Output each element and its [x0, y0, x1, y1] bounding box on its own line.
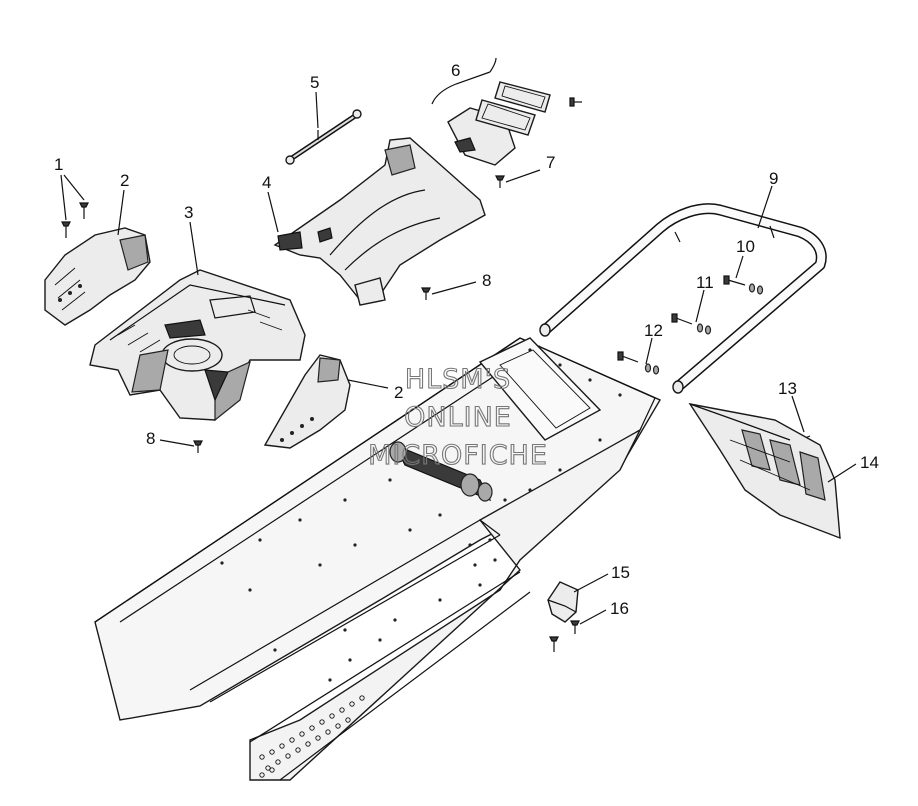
screw-part-7 [495, 175, 505, 188]
seat-hinge-cylinder [389, 441, 493, 502]
screw-part-8-lower [193, 440, 203, 453]
running-board-holes [259, 695, 365, 778]
console-part-3 [89, 269, 306, 422]
callout-8-lower: 8 [146, 429, 155, 448]
grab-bar-part-9 [539, 203, 827, 394]
callout-5: 5 [310, 73, 319, 92]
tunnel [94, 337, 662, 781]
bolt-part-12 [617, 351, 660, 375]
callout-10: 10 [736, 237, 755, 256]
callout-9: 9 [769, 169, 778, 188]
tunnel-rivets [220, 348, 622, 682]
gas-strut-part-5 [285, 109, 362, 165]
watermark-line-3: MICROFICHE [368, 440, 548, 471]
watermark-line-2: ONLINE [404, 402, 512, 433]
callout-1: 1 [54, 155, 63, 174]
side-panel-right-part-2 [263, 354, 351, 449]
screws-part-1 [61, 202, 89, 238]
callout-8-upper: 8 [482, 271, 491, 290]
screw-part-16 [570, 620, 580, 634]
callout-11: 11 [696, 273, 714, 292]
callout-4: 4 [262, 173, 271, 192]
callout-12: 12 [644, 321, 663, 340]
callout-3: 3 [184, 203, 193, 222]
snow-flap-part-14 [688, 403, 841, 540]
callout-labels: 1 2 3 4 5 6 7 8 8 9 10 11 12 2 13 14 15 … [54, 61, 879, 618]
callout-2-right: 2 [394, 383, 403, 402]
taillight-part-6 [431, 57, 551, 166]
callout-15: 15 [611, 563, 630, 582]
bracket-part-15 [547, 581, 579, 623]
callout-7: 7 [546, 153, 555, 172]
callout-13: 13 [778, 379, 797, 398]
callout-16: 16 [610, 599, 629, 618]
watermark-line-1: HLSM'S [405, 364, 511, 395]
watermark: HLSM'S ONLINE MICROFICHE [368, 363, 548, 471]
bolt-part-10 [723, 275, 764, 295]
callout-14: 14 [860, 453, 879, 472]
screw-part-8-upper [421, 287, 431, 300]
seat-base-part-4 [273, 137, 486, 306]
callout-2-left: 2 [120, 171, 129, 190]
screw-near-taillight [569, 97, 582, 107]
leader-lines [60, 91, 857, 625]
screw-near-bracket [549, 636, 559, 652]
callout-6: 6 [451, 61, 460, 80]
side-panel-left-part-2 [44, 227, 151, 326]
bolt-part-11 [671, 313, 712, 335]
